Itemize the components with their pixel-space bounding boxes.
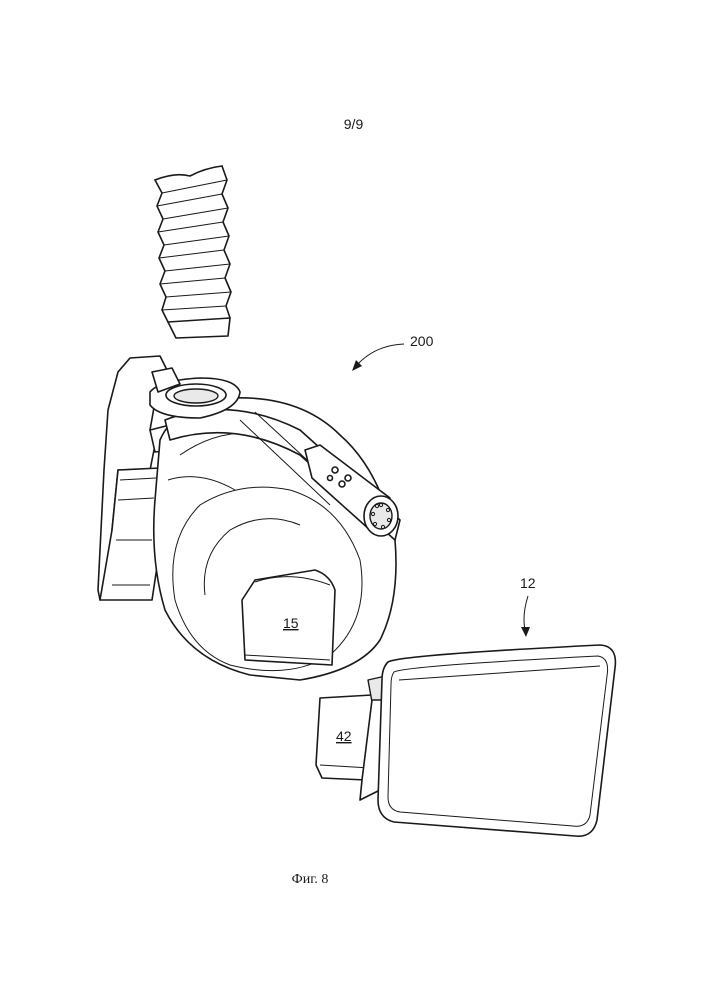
label-42: 42 <box>336 728 352 744</box>
bellows-hose <box>155 166 231 338</box>
arrowhead-12 <box>521 627 530 637</box>
label-15: 15 <box>283 615 299 631</box>
figure-caption: Фиг. 8 <box>0 872 620 888</box>
display-panel-12 <box>378 645 615 836</box>
label-200: 200 <box>410 333 434 349</box>
label-12: 12 <box>520 575 536 591</box>
